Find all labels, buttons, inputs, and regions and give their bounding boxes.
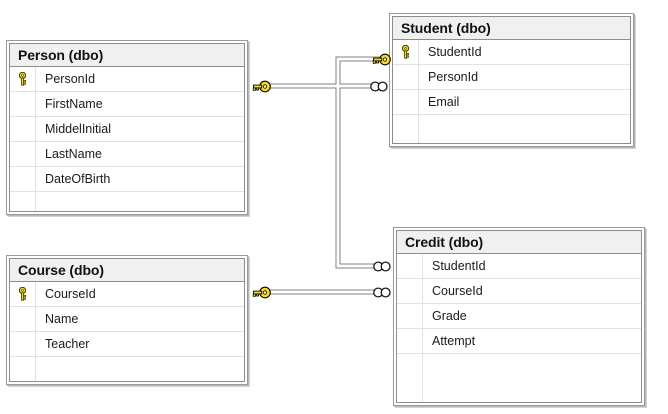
- key-icon: [371, 52, 393, 72]
- column-name: LastName: [45, 147, 102, 161]
- column-row[interactable]: MiddelInitial: [10, 117, 244, 142]
- column-gutter: [10, 117, 36, 141]
- column-gutter: [10, 92, 36, 116]
- key-icon: [16, 287, 29, 301]
- key-icon: [251, 285, 273, 305]
- column-row[interactable]: StudentId: [397, 254, 641, 279]
- table-credit-title[interactable]: Credit (dbo): [397, 231, 641, 254]
- key-icon: [251, 79, 273, 99]
- column-gutter: [397, 254, 423, 278]
- empty-column-row[interactable]: [397, 354, 641, 402]
- column-gutter: [10, 332, 36, 356]
- column-gutter: [397, 304, 423, 328]
- empty-column-row[interactable]: [10, 192, 244, 211]
- column-gutter: [10, 357, 36, 381]
- key-icon: [399, 45, 412, 59]
- column-row[interactable]: DateOfBirth: [10, 167, 244, 192]
- primary-key-gutter: [393, 40, 419, 64]
- empty-column-row[interactable]: [393, 115, 630, 143]
- column-gutter: [397, 329, 423, 353]
- column-gutter: [10, 142, 36, 166]
- infinity-icon: [371, 260, 393, 278]
- column-name: CourseId: [432, 284, 483, 298]
- infinity-icon: [371, 286, 393, 304]
- column-gutter: [393, 65, 419, 89]
- column-gutter: [397, 279, 423, 303]
- column-name: Email: [428, 95, 460, 109]
- column-row[interactable]: FirstName: [10, 92, 244, 117]
- column-name: CourseId: [45, 287, 96, 301]
- column-row[interactable]: Email: [393, 90, 630, 115]
- column-name: FirstName: [45, 97, 103, 111]
- column-row[interactable]: Attempt: [397, 329, 641, 354]
- column-row[interactable]: Grade: [397, 304, 641, 329]
- table-student-title[interactable]: Student (dbo): [393, 17, 630, 40]
- column-row[interactable]: LastName: [10, 142, 244, 167]
- column-row[interactable]: PersonId: [393, 65, 630, 90]
- column-row[interactable]: PersonId: [10, 67, 244, 92]
- column-row[interactable]: CourseId: [397, 279, 641, 304]
- table-course-title[interactable]: Course (dbo): [10, 259, 244, 282]
- column-name: DateOfBirth: [45, 172, 111, 186]
- column-name: Teacher: [45, 337, 90, 351]
- column-row[interactable]: StudentId: [393, 40, 630, 65]
- column-name: PersonId: [45, 72, 96, 86]
- column-row[interactable]: Teacher: [10, 332, 244, 357]
- column-name: StudentId: [432, 259, 486, 273]
- column-name: PersonId: [428, 70, 479, 84]
- column-name: Name: [45, 312, 79, 326]
- primary-key-gutter: [10, 67, 36, 91]
- column-row[interactable]: CourseId: [10, 282, 244, 307]
- column-gutter: [393, 90, 419, 114]
- empty-column-row[interactable]: [10, 357, 244, 381]
- column-name: Grade: [432, 309, 467, 323]
- column-gutter: [397, 354, 423, 402]
- infinity-icon: [368, 80, 390, 98]
- column-name: MiddelInitial: [45, 122, 112, 136]
- column-name: StudentId: [428, 45, 482, 59]
- table-person-title[interactable]: Person (dbo): [10, 44, 244, 67]
- column-gutter: [10, 307, 36, 331]
- column-gutter: [10, 192, 36, 211]
- column-gutter: [393, 115, 419, 143]
- key-icon: [16, 72, 29, 86]
- column-name: Attempt: [432, 334, 476, 348]
- primary-key-gutter: [10, 282, 36, 306]
- column-gutter: [10, 167, 36, 191]
- column-row[interactable]: Name: [10, 307, 244, 332]
